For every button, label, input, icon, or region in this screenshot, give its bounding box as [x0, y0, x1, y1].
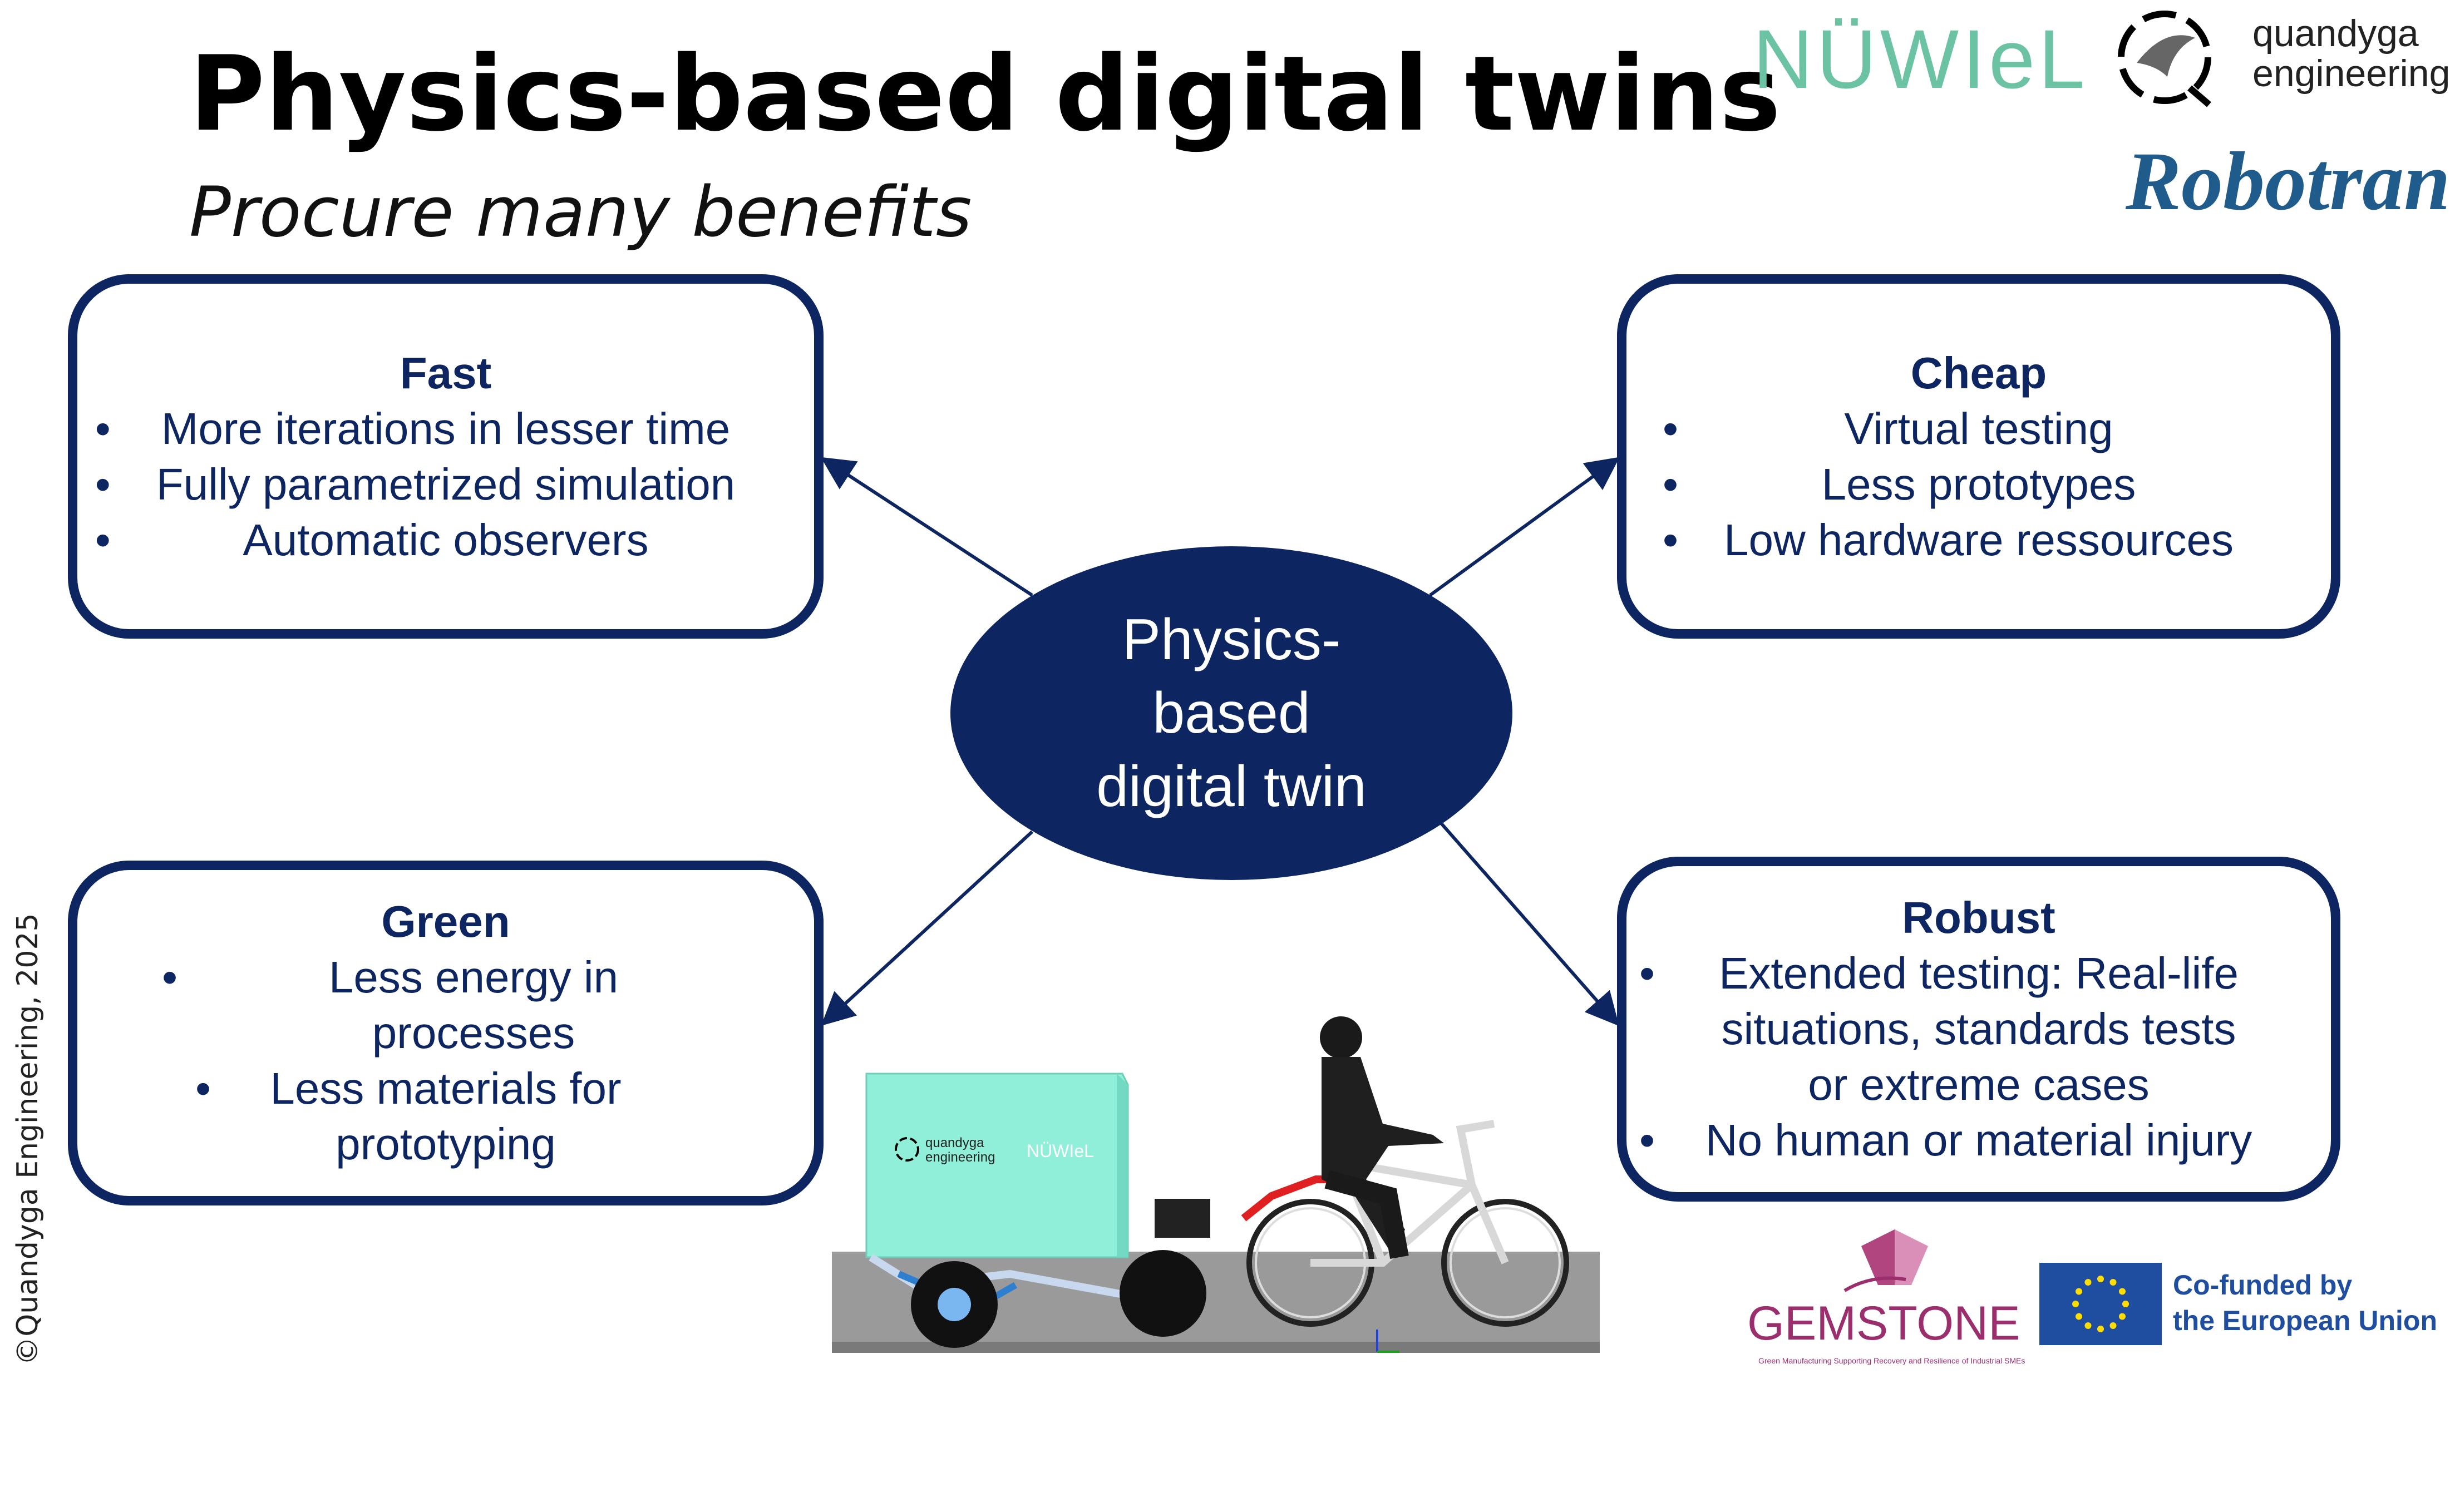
list-item: Less prototypes — [1663, 457, 2234, 512]
eu-star — [2118, 1288, 2126, 1295]
arrow-to-green — [821, 830, 1034, 1026]
eu-star — [2072, 1301, 2079, 1307]
fast-heading: Fast — [400, 348, 492, 398]
green-list: Less energy in processes Less materials … — [162, 950, 696, 1172]
connector-arrows — [820, 457, 1620, 1026]
eu-star — [2084, 1322, 2092, 1329]
bike-front-wheel — [1441, 1199, 1569, 1327]
cheap-heading: Cheap — [1910, 348, 2047, 398]
eu-star — [2097, 1276, 2104, 1282]
cargo-box-quandyga-logo — [895, 1137, 919, 1162]
green-heading: Green — [381, 897, 510, 946]
eu-line-1: Co-funded by — [2173, 1269, 2353, 1301]
robust-box: Robust Extended testing: Real-life situa… — [1617, 857, 2340, 1202]
list-item: Virtual testing — [1663, 401, 2234, 457]
eu-star — [2076, 1313, 2083, 1320]
list-item: Less energy in processes — [162, 950, 724, 1061]
list-item: More iterations in lesser time — [95, 401, 735, 457]
page-subtitle: Procure many benefits — [189, 172, 972, 253]
cargo-bike-illustration: quandyga engineering NÜWIeL — [832, 1016, 1600, 1353]
robust-heading: Robust — [1902, 893, 2055, 942]
eu-star — [2097, 1326, 2104, 1332]
list-item: No human or material injury — [1639, 1113, 2257, 1168]
rider-body — [1322, 1057, 1444, 1257]
arrow-to-cheap — [1429, 457, 1620, 597]
center-label: Physics- based digital twin — [1064, 603, 1398, 823]
page-title: Physics-based digital twins — [189, 33, 1781, 154]
cargo-box — [865, 1073, 1129, 1258]
center-line-2: based — [1152, 681, 1310, 745]
list-item: Fully parametrized simulation — [95, 457, 735, 512]
quandyga-bird-icon — [2118, 11, 2211, 107]
eu-star — [2109, 1279, 2117, 1286]
robotran-logo: Robotran — [2126, 135, 2450, 228]
eu-line-2: the European Union — [2173, 1305, 2437, 1336]
eu-cofunding-text: Co-funded by the European Union — [2173, 1267, 2437, 1338]
fast-list: More iterations in lesser time Fully par… — [95, 401, 735, 568]
rider-head — [1320, 1016, 1362, 1059]
fast-box: Fast More iterations in lesser time Full… — [68, 274, 824, 639]
list-item: Extended testing: Real-life situations, … — [1639, 946, 2257, 1113]
cheap-box: Cheap Virtual testing Less prototypes Lo… — [1617, 274, 2340, 639]
green-box: Green Less energy in processes Less mate… — [68, 861, 824, 1205]
eu-star — [2122, 1301, 2129, 1307]
gemstone-tagline: Green Manufacturing Supporting Recovery … — [1758, 1356, 2025, 1365]
cargo-box-nuwiel-text: NÜWIeL — [1027, 1141, 1094, 1161]
nuwiel-logo: NÜWIeL — [1753, 12, 2088, 106]
cheap-list: Virtual testing Less prototypes Low hard… — [1663, 401, 2234, 568]
cargo-box-quandyga-text-2: engineering — [925, 1150, 995, 1165]
center-line-1: Physics- — [1122, 607, 1341, 672]
quandyga-line-1: quandyga — [2252, 12, 2419, 55]
center-line-3: digital twin — [1096, 754, 1367, 819]
list-item: Low hardware ressources — [1663, 512, 2234, 568]
eu-star — [2109, 1322, 2117, 1329]
gemstone-logo: GEMSTONE — [1747, 1297, 2020, 1350]
cargo-box-quandyga-text-1: quandyga — [925, 1135, 984, 1150]
list-item: Less materials for prototyping — [195, 1061, 635, 1172]
quandyga-line-2: engineering — [2252, 52, 2450, 95]
arrow-to-robust — [1440, 822, 1619, 1026]
battery-pack — [1155, 1199, 1210, 1238]
eu-star — [2076, 1288, 2083, 1295]
list-item: Automatic observers — [95, 512, 735, 568]
eu-star — [2118, 1313, 2126, 1320]
arrow-to-fast — [820, 457, 1033, 597]
eu-flag-icon — [2039, 1263, 2162, 1345]
cargo-rear-wheel — [1120, 1250, 1206, 1337]
eu-star — [2084, 1279, 2092, 1286]
robust-list: Extended testing: Real-life situations, … — [1639, 946, 2257, 1168]
gemstone-gem-icon — [1843, 1229, 1928, 1292]
quandyga-logo-text: quandyga engineering — [2252, 13, 2450, 93]
center-ellipse: Physics- based digital twin — [950, 546, 1512, 880]
